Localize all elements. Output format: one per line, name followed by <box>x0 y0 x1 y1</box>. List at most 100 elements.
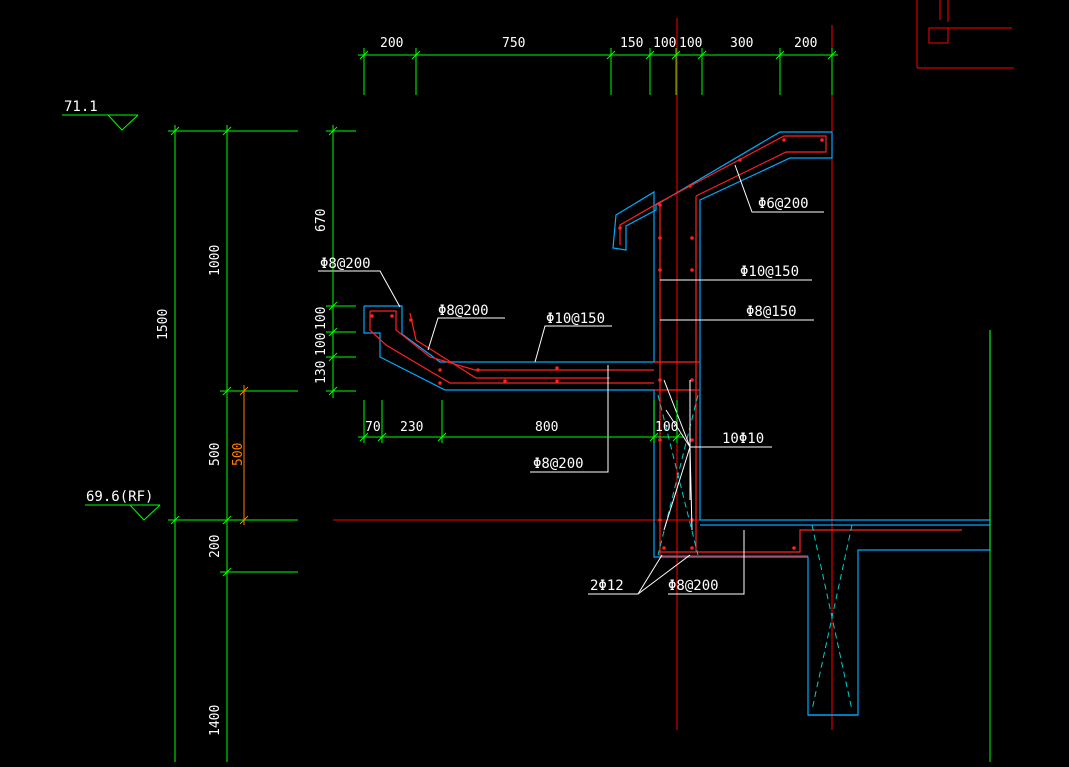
bottom-dim-label: 70 <box>365 420 381 435</box>
dim-200-label: 200 <box>208 535 223 558</box>
top-dim-label: 100 <box>679 36 702 51</box>
rebar-dot <box>438 381 442 385</box>
rebar-beam <box>660 529 962 553</box>
dim-tick-mark <box>359 432 369 442</box>
top-dim-label: 150 <box>620 36 643 51</box>
elevation-labels: 71.1 69.6(RF) <box>64 99 153 505</box>
dim-tick-mark <box>437 432 447 442</box>
rebar-label-phi8-200-d: Φ8@200 <box>668 578 719 594</box>
elev-top-triangle <box>107 114 139 131</box>
top-dim-label: 100 <box>653 36 676 51</box>
rebar-label-phi8-200-a: Φ8@200 <box>320 256 371 272</box>
rebar-dot <box>690 268 694 272</box>
red-dim-tick <box>239 386 249 396</box>
dim-tick-mark <box>411 50 421 60</box>
leader-phi8-c <box>530 365 609 473</box>
left-dimension-labels: 1500 1000 500 200 1400 670 100 100 130 5… <box>156 209 329 736</box>
rebar-dot <box>820 138 824 142</box>
rebar-dot <box>555 379 559 383</box>
rebar-gutter-top <box>370 310 654 371</box>
fan-leader <box>663 446 691 531</box>
fan-leader <box>689 446 693 531</box>
dim-500-label: 500 <box>208 443 223 466</box>
bottom-dim-label: 230 <box>400 420 423 435</box>
rebar-label-10phi10: 10Φ10 <box>722 431 764 447</box>
dim-100b-label: 100 <box>314 333 329 356</box>
dimension-lines <box>62 48 991 762</box>
rebar-dot <box>662 546 666 550</box>
dim-tick-mark <box>671 50 681 60</box>
leader-phi8-d <box>668 530 745 595</box>
leader-phi10-a <box>534 325 612 363</box>
top-dim-label: 750 <box>502 36 525 51</box>
rebar-label-phi6-200: Φ6@200 <box>758 196 809 212</box>
rebar-label-phi10-150-a: Φ10@150 <box>546 311 605 327</box>
dim-670-label: 670 <box>314 209 329 232</box>
dim-tick-mark <box>827 50 837 60</box>
dim-130-label: 130 <box>314 361 329 384</box>
dim-tick-mark <box>170 126 180 136</box>
rebar-dot <box>688 184 692 188</box>
dim-tick-mark <box>222 515 232 525</box>
red-dim-tick <box>239 515 249 525</box>
rebar-upper-slope <box>619 135 827 245</box>
dim-tick-mark <box>606 50 616 60</box>
rebar-dot <box>370 314 374 318</box>
rebar-dot <box>476 368 480 372</box>
rebar-labels: Φ8@200 Φ8@200 Φ10@150 Φ6@200 Φ10@150 Φ8@… <box>320 196 809 594</box>
rebar-dot <box>390 314 394 318</box>
top-dim-label: 200 <box>794 36 817 51</box>
dim-tick-mark <box>328 126 338 136</box>
leader-phi6 <box>734 164 824 213</box>
column-hatch <box>657 394 853 711</box>
dim-tick-mark <box>377 432 387 442</box>
rebar-dot <box>555 366 559 370</box>
top-dim-label: 300 <box>730 36 753 51</box>
rebar-dot <box>503 379 507 383</box>
leader-2phi12-b <box>637 554 691 595</box>
dim-tick-mark <box>775 50 785 60</box>
bottom-dimension-labels: 70 230 800 100 <box>365 420 678 435</box>
leader-phi8-b <box>427 317 505 351</box>
rebar-label-phi8-150: Φ8@150 <box>746 304 797 320</box>
dim-tick-mark <box>649 432 659 442</box>
rebar-dot <box>690 546 694 550</box>
elevation-top-label: 71.1 <box>64 99 98 115</box>
leader-phi8-a <box>318 270 401 308</box>
red-dimension <box>239 385 249 525</box>
dim-tick-mark <box>222 567 232 577</box>
dim-tick-mark <box>697 50 707 60</box>
rebar-dot <box>782 138 786 142</box>
dim-tick-mark <box>645 50 655 60</box>
dim-tick-mark <box>328 352 338 362</box>
rebar-dot <box>618 226 622 230</box>
dim-1000-label: 1000 <box>208 245 223 276</box>
dim-1500-label: 1500 <box>156 309 171 340</box>
rebar-dot <box>438 368 442 372</box>
dimension-ticks <box>170 50 837 577</box>
dim-red-500-label: 500 <box>231 443 246 466</box>
hatch-line <box>811 524 853 711</box>
rebar-dot <box>658 236 662 240</box>
rebar-dot <box>658 203 662 207</box>
hatch-line <box>657 394 699 556</box>
rebar-dots <box>370 138 824 550</box>
elev-roof-triangle <box>129 504 161 521</box>
rebar-dot <box>658 438 662 442</box>
dim-tick-mark <box>170 515 180 525</box>
dim-tick-mark <box>222 126 232 136</box>
rebar-label-phi10-150-b: Φ10@150 <box>740 264 799 280</box>
dim-tick-mark <box>328 327 338 337</box>
top-right-frame-box <box>928 27 949 44</box>
top-dim-label: 200 <box>380 36 403 51</box>
axis-lines <box>333 0 1014 730</box>
rebar-dot <box>690 236 694 240</box>
dim-1400-label: 1400 <box>208 705 223 736</box>
rebar-dot <box>792 546 796 550</box>
rebar-dot <box>658 268 662 272</box>
rebar-lines <box>369 135 962 557</box>
dim-tick-mark <box>672 432 682 442</box>
dim-tick-mark <box>328 386 338 396</box>
